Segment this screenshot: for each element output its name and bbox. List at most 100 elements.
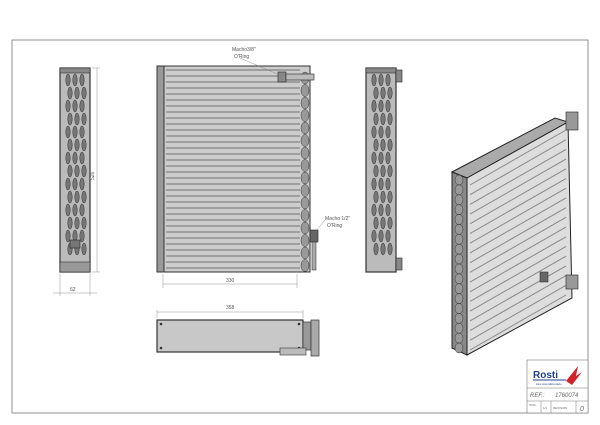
- fitting-bottom: [69, 239, 81, 249]
- tube-loop: [65, 203, 71, 217]
- tube-loop: [373, 112, 379, 126]
- tube-loop: [72, 177, 78, 191]
- top-fitting: [277, 71, 287, 83]
- tube-loop: [380, 112, 386, 126]
- tube-loop: [67, 138, 73, 152]
- return-bend: [300, 134, 310, 147]
- return-bend: [300, 96, 310, 110]
- fin-line: [469, 275, 567, 332]
- return-bend: [300, 246, 310, 260]
- tube-loop: [67, 190, 73, 204]
- tube-loop: [378, 125, 384, 139]
- tube-loop: [74, 86, 80, 100]
- tube-loop: [454, 184, 464, 196]
- ref-label: REF.:: [530, 393, 545, 399]
- fin-line: [469, 129, 567, 186]
- fin-line: [469, 246, 567, 302]
- tube-loop: [454, 263, 464, 275]
- tube-loop: [371, 177, 377, 191]
- tube-loop: [454, 253, 464, 265]
- front-view: [156, 65, 319, 273]
- tube-loop: [380, 242, 386, 256]
- isometric-view: [450, 111, 579, 356]
- tube-loop: [454, 243, 464, 255]
- tube-loop: [454, 214, 464, 225]
- tube-loop: [65, 151, 71, 165]
- tube-loop: [387, 112, 393, 126]
- side-fitting: [309, 229, 319, 243]
- tube-loop: [378, 73, 384, 87]
- tube-loop: [454, 313, 464, 324]
- front-width-label: 330: [226, 278, 235, 284]
- tube-loop: [373, 86, 379, 100]
- tube-loop: [385, 99, 391, 113]
- tube-loop: [79, 229, 85, 243]
- tube-loop: [385, 151, 391, 165]
- fin-line: [469, 236, 567, 293]
- fin-line: [469, 255, 567, 312]
- tube-loop: [65, 73, 71, 87]
- tube-loop: [380, 216, 386, 230]
- tube-loop: [454, 342, 464, 354]
- tube-loop: [387, 138, 393, 152]
- return-bend: [300, 234, 310, 247]
- tube-loop: [81, 164, 87, 178]
- tube-loop: [454, 293, 464, 304]
- tube-loop: [380, 190, 386, 204]
- side-fitting-note-1: Macho 1/2": [325, 216, 350, 222]
- fin-line: [469, 226, 567, 283]
- tube-loop: [385, 229, 391, 243]
- height-dimension: [92, 67, 100, 273]
- return-bend: [300, 109, 310, 122]
- tube-loop: [74, 216, 80, 230]
- return-bend: [300, 121, 310, 135]
- tube-loop: [371, 229, 377, 243]
- revision-value: 0: [580, 406, 584, 413]
- tube-loop: [454, 194, 464, 206]
- tube-loop: [74, 112, 80, 126]
- tube-loop: [72, 151, 78, 165]
- fin-line: [469, 216, 567, 273]
- side-fitting-note-2: O'Ring: [327, 223, 342, 229]
- tube-loop: [72, 73, 78, 87]
- tube-loop: [385, 177, 391, 191]
- tube-loop: [373, 216, 379, 230]
- top-fitting-note-1: Macho3/8": [232, 47, 256, 53]
- tube-loop: [81, 242, 87, 256]
- depth-dimension-label: 62: [70, 287, 76, 293]
- tube-loop: [378, 177, 384, 191]
- tube-loop: [373, 138, 379, 152]
- height-dimension-label: 526: [90, 171, 96, 180]
- tube-loop: [72, 99, 78, 113]
- tube-loop: [67, 164, 73, 178]
- title-block: Rosti Aire Acondicionado REF.: 1760074 H…: [526, 359, 589, 414]
- top-fitting-note-2: O'Ring: [234, 54, 249, 60]
- tube-loop: [81, 138, 87, 152]
- tube-loop: [380, 164, 386, 178]
- tube-loop: [387, 164, 393, 178]
- tube-loop: [454, 332, 464, 344]
- tube-loop: [67, 86, 73, 100]
- tube-loop: [454, 283, 464, 294]
- return-bend: [300, 171, 310, 185]
- tube-loop: [387, 216, 393, 230]
- tube-loop: [72, 125, 78, 139]
- tube-loop: [79, 73, 85, 87]
- tube-loop: [380, 138, 386, 152]
- tube-loop: [378, 229, 384, 243]
- tube-loop: [373, 164, 379, 178]
- tube-loop: [74, 138, 80, 152]
- tube-loop: [454, 303, 464, 314]
- tube-loop: [79, 203, 85, 217]
- return-bend: [300, 259, 310, 272]
- tube-loop: [371, 125, 377, 139]
- tube-loop: [65, 229, 71, 243]
- front-width-dimension: [162, 274, 298, 288]
- tube-loop: [387, 242, 393, 256]
- tube-loop: [79, 151, 85, 165]
- tube-loop: [371, 73, 377, 87]
- tube-loop: [454, 204, 464, 215]
- return-bend: [300, 196, 310, 210]
- sheet-value: 1/1: [543, 406, 548, 410]
- tube-loop: [387, 190, 393, 204]
